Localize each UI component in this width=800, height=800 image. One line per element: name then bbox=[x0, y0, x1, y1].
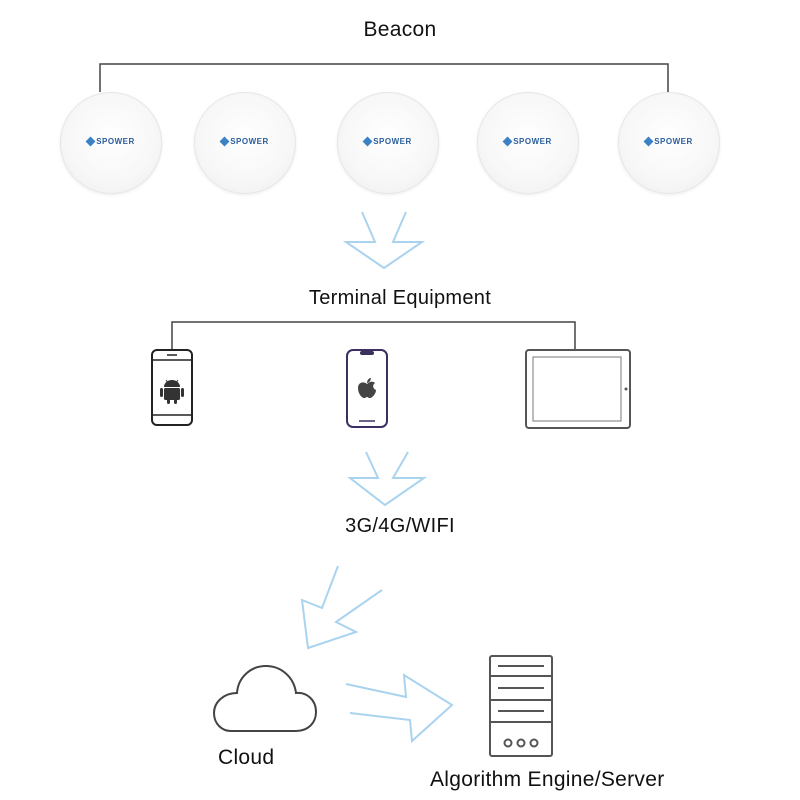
tablet-icon bbox=[624, 387, 628, 391]
beacon-brand: SPOWER bbox=[513, 137, 552, 146]
arrow-right-icon bbox=[345, 673, 454, 744]
beacon-brand: SPOWER bbox=[96, 137, 135, 146]
iphone bbox=[346, 349, 388, 428]
arrow-down-2-icon bbox=[347, 451, 428, 507]
beacon-1: SPOWER bbox=[60, 92, 162, 194]
cloud-icon bbox=[212, 664, 318, 732]
beacon-2: SPOWER bbox=[194, 92, 296, 194]
cloud-label: Cloud bbox=[218, 746, 275, 769]
terminal-equipment-title: Terminal Equipment bbox=[308, 287, 492, 309]
beacon-5: SPOWER bbox=[618, 92, 720, 194]
beacon-brand: SPOWER bbox=[654, 137, 693, 146]
android-phone bbox=[151, 349, 193, 426]
beacon-3: SPOWER bbox=[337, 92, 439, 194]
apple-icon bbox=[358, 378, 376, 398]
arrow-down-1-icon bbox=[342, 211, 426, 270]
server-icon bbox=[489, 655, 553, 757]
beacon-4: SPOWER bbox=[477, 92, 579, 194]
beacon-connector-line bbox=[99, 63, 669, 92]
beacon-title: Beacon bbox=[363, 18, 437, 41]
arrow-to-cloud-icon bbox=[300, 565, 383, 650]
beacon-brand: SPOWER bbox=[230, 137, 269, 146]
network-title: 3G/4G/WIFI bbox=[345, 515, 455, 537]
android-icon bbox=[160, 379, 184, 404]
terminal-connector-line bbox=[171, 321, 576, 350]
tablet bbox=[525, 349, 631, 429]
beacon-brand: SPOWER bbox=[373, 137, 412, 146]
server-label: Algorithm Engine/Server bbox=[430, 768, 665, 791]
